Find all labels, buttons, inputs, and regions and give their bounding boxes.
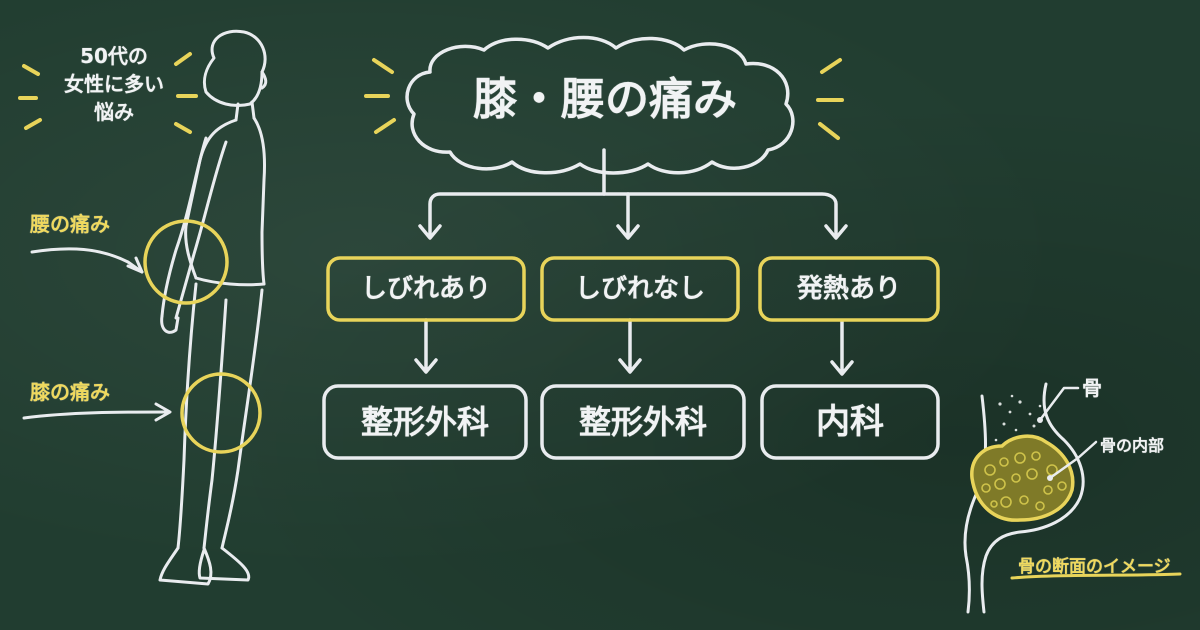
side-note-line-1: 50代の xyxy=(80,44,148,68)
side-note: 50代の 女性に多い 悩み xyxy=(44,42,184,126)
condition-box-3-outline-icon xyxy=(758,256,940,322)
department-box-1-outline-icon xyxy=(322,384,528,460)
bone-inner-label: 骨の内部 xyxy=(1100,436,1165,455)
title-cloud-icon xyxy=(405,35,795,175)
department-label-2: 整形外科 xyxy=(578,403,707,441)
department-label-3: 内科 xyxy=(816,402,884,442)
bone-label: 骨 xyxy=(1082,376,1102,400)
knee-pointer-icon xyxy=(22,402,172,422)
knee-circle-icon xyxy=(180,372,262,454)
side-note-line-2: 女性に多い xyxy=(64,72,164,96)
waist-pain-label: 腰の痛み xyxy=(30,212,110,236)
knee-pain-label: 膝の痛み xyxy=(30,380,110,404)
waist-circle-icon xyxy=(143,219,229,305)
woman-figure-icon xyxy=(158,29,268,586)
condition-box-2-outline-icon xyxy=(540,256,740,322)
department-box-3-outline-icon xyxy=(760,384,940,460)
condition-label-3: 発熱あり xyxy=(796,274,901,304)
department-box-2-outline-icon xyxy=(540,384,746,460)
tree-connector-icon xyxy=(414,148,854,376)
title-rays-icon xyxy=(364,58,844,140)
diagram-title: 膝・腰の痛み xyxy=(473,74,737,125)
waist-pointer-icon xyxy=(30,247,144,274)
bone-cross-section-icon xyxy=(963,382,1098,614)
side-note-line-3: 悩み xyxy=(94,100,134,124)
condition-label-2: しびれなし xyxy=(574,274,705,304)
condition-box-1-outline-icon xyxy=(326,256,526,322)
side-note-accent-icon xyxy=(18,52,198,134)
department-label-1: 整形外科 xyxy=(360,403,489,441)
bone-caption: 骨の断面のイメージ xyxy=(1018,557,1171,577)
condition-label-1: しびれあり xyxy=(360,274,491,304)
